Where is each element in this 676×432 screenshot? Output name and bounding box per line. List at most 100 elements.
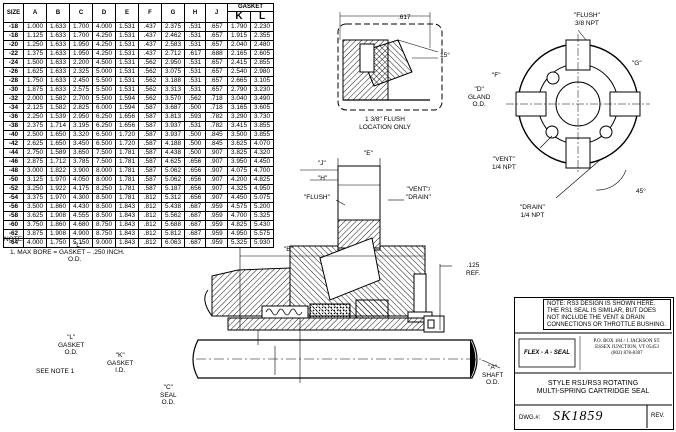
col-header-size: SIZE [3, 3, 24, 23]
table-cell: 1.594 [115, 94, 139, 104]
table-cell: 4.050 [69, 175, 93, 185]
table-cell: 1.633 [46, 76, 70, 86]
table-cell: 5.562 [161, 211, 185, 221]
j-label: "J" [318, 160, 326, 167]
table-cell: 3.188 [161, 76, 185, 86]
table-cell: .531 [184, 85, 206, 95]
table-cell: 1.375 [23, 49, 47, 59]
table-cell: 8.250 [92, 184, 116, 194]
table-cell: .500 [184, 139, 206, 149]
table-cell: 5.575 [250, 229, 274, 239]
table-cell: 2.415 [227, 58, 251, 68]
table-cell: 3.900 [69, 166, 93, 176]
table-cell: 6.250 [92, 112, 116, 122]
table-cell: 3.450 [69, 139, 93, 149]
table-cell: .907 [205, 184, 228, 194]
table-cell: 3.687 [161, 103, 185, 113]
a-shaft-od-label: "A" SHAFT O.D. [482, 364, 503, 387]
table-cell: 2.950 [69, 112, 93, 122]
table-cell: .656 [184, 166, 206, 176]
table-cell: 1.656 [115, 112, 139, 122]
table-cell: 2.040 [227, 40, 251, 50]
size-cell: -46 [3, 157, 24, 167]
flush-port-label: "FLUSH" 3/8 NPT [574, 12, 600, 27]
table-cell: 4.250 [92, 49, 116, 59]
table-cell: 3.165 [227, 103, 251, 113]
table-cell: 2.355 [250, 31, 274, 41]
table-cell: 1.582 [46, 94, 70, 104]
table-cell: 2.375 [23, 121, 47, 131]
table-cell: .617 [184, 49, 206, 59]
table-cell: 1.125 [23, 31, 47, 41]
table-cell: 4.300 [69, 193, 93, 203]
table-cell: 4.825 [227, 220, 251, 230]
table-cell: .587 [138, 175, 162, 185]
seal-section-view [192, 158, 501, 383]
table-cell: 3.855 [250, 130, 274, 140]
table-cell: .907 [205, 193, 228, 203]
col-header-f: F [138, 3, 162, 23]
table-cell: 1.633 [46, 58, 70, 68]
table-cell: .687 [184, 211, 206, 221]
table-cell: .657 [205, 76, 228, 86]
table-cell: .531 [184, 58, 206, 68]
table-cell: 1.712 [46, 157, 70, 167]
l-label-2: GASKET [58, 341, 85, 349]
table-cell: .657 [205, 31, 228, 41]
table-cell: 4.500 [92, 58, 116, 68]
c-label-2: SEAL [160, 391, 177, 399]
g-label: "G" [632, 60, 642, 67]
table-cell: 1.781 [115, 184, 139, 194]
table-cell: 1.915 [227, 31, 251, 41]
table-cell: .587 [138, 103, 162, 113]
rev-label: REV. [651, 413, 665, 419]
table-cell: 2.583 [161, 40, 185, 50]
table-cell: .562 [138, 76, 162, 86]
table-cell: .656 [184, 157, 206, 167]
table-cell: .587 [138, 139, 162, 149]
table-cell: .562 [138, 94, 162, 104]
see-note-label: SEE NOTE 1 [36, 368, 75, 375]
size-cell: -38 [3, 121, 24, 131]
table-cell: 4.450 [250, 157, 274, 167]
table-cell: 3.570 [161, 94, 185, 104]
col-header-g: G [161, 3, 185, 23]
l-label-3: O.D. [64, 349, 78, 356]
table-cell: .657 [205, 58, 228, 68]
table-cell: 1.625 [23, 67, 47, 77]
table-cell: 1.000 [23, 22, 47, 32]
table-cell: 4.325 [227, 184, 251, 194]
table-cell: 4.625 [161, 157, 185, 167]
table-cell: .587 [138, 184, 162, 194]
table-cell: 4.430 [69, 202, 93, 212]
col-header-a: A [23, 3, 47, 23]
table-cell: 1.781 [115, 175, 139, 185]
gland-end-view [506, 29, 650, 199]
k-label-1: "K" [115, 352, 125, 359]
table-cell: .562 [138, 58, 162, 68]
size-cell: -48 [3, 166, 24, 176]
table-note: NOTE: "L" 1. MAX BORE = GASKET – .250 IN… [4, 236, 125, 263]
size-cell: -18 [3, 22, 24, 32]
c-label-1: "C" [163, 384, 173, 391]
table-cell: .587 [138, 157, 162, 167]
table-cell: 3.125 [23, 175, 47, 185]
table-cell: .531 [184, 121, 206, 131]
table-cell: 3.195 [69, 121, 93, 131]
table-cell: .812 [138, 238, 162, 248]
table-cell: .500 [184, 130, 206, 140]
dwg-number-label: DWG.#: [519, 415, 541, 421]
k-gasket-id-label: "K" GASKET I.D. [107, 352, 133, 375]
table-cell: 2.450 [69, 76, 93, 86]
table-cell: .845 [205, 130, 228, 140]
table-cell: .959 [205, 220, 228, 230]
table-cell: 6.250 [92, 121, 116, 131]
